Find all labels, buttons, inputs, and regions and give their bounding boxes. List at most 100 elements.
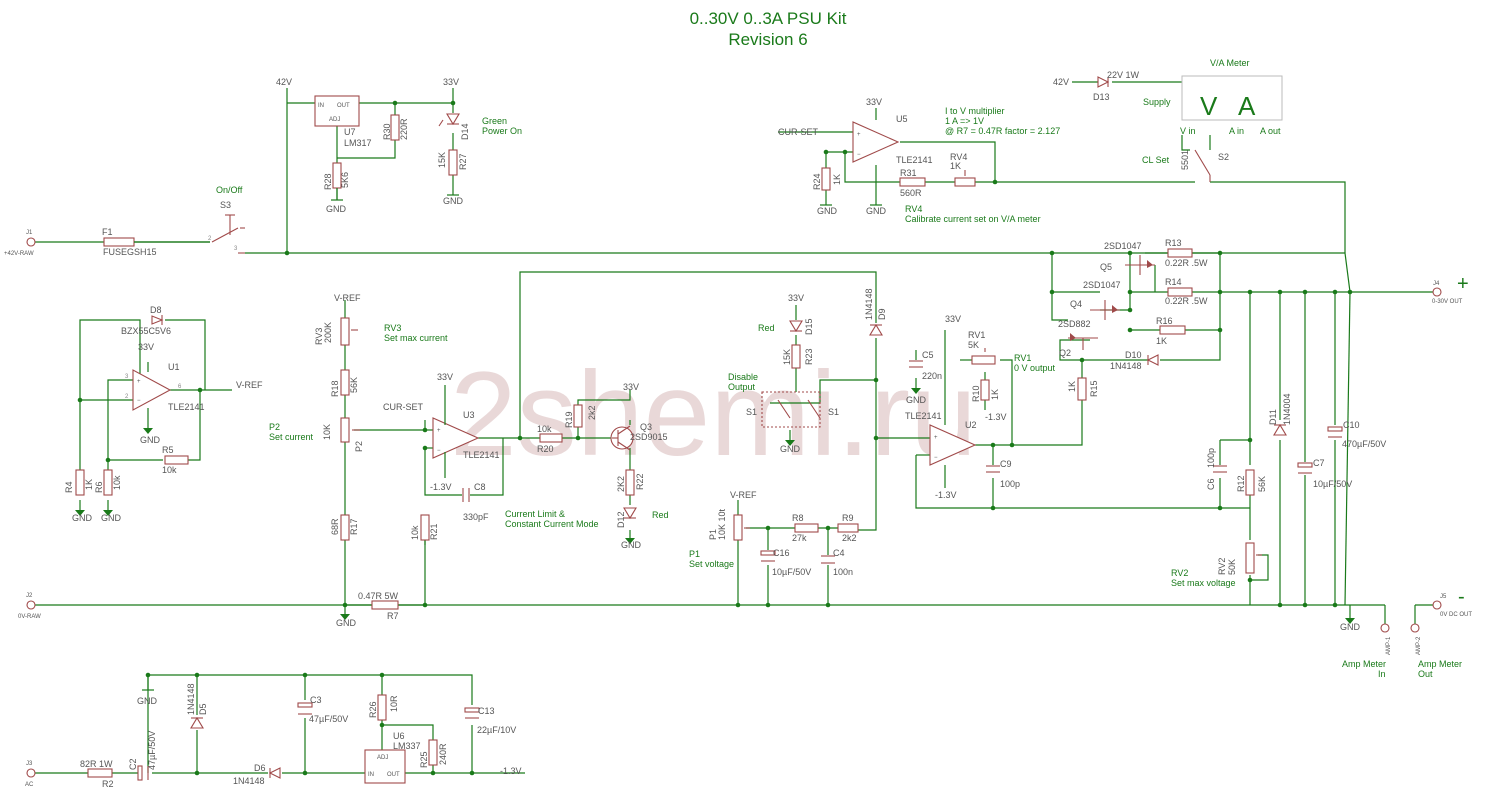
cap-c6: C6 100p [1206, 448, 1227, 490]
connector-j3[interactable]: AC J3 [25, 761, 36, 788]
transistor-q5: 2SD1047 Q5 [1100, 241, 1155, 275]
svg-text:+: + [137, 379, 141, 385]
svg-text:RV4: RV4 [905, 204, 922, 214]
svg-text:10K: 10K [322, 424, 332, 440]
svg-text:R2: R2 [102, 779, 114, 789]
svg-text:1N4148: 1N4148 [1110, 361, 1142, 371]
svg-text:R15: R15 [1089, 380, 1099, 397]
svg-text:1K: 1K [1156, 336, 1167, 346]
svg-text:2SD1047: 2SD1047 [1083, 280, 1121, 290]
svg-text:S1: S1 [746, 407, 757, 417]
connector-j2[interactable]: 0V-RAW J2 [18, 593, 41, 620]
svg-text:10µF/50V: 10µF/50V [1313, 479, 1352, 489]
svg-text:2k2: 2k2 [842, 533, 857, 543]
net-neg-u6: -1.3V [500, 766, 522, 776]
connector-j1-name: +42V-RAW [4, 251, 34, 257]
diode-d9: 1N4148 D9 [864, 288, 887, 336]
pot-p1[interactable]: P1 10K 10t P1 Set voltage [689, 508, 750, 569]
net-vref-p1: V-REF [730, 490, 757, 500]
svg-text:CL Set: CL Set [1142, 155, 1170, 165]
resistor-r7: 0.47R 5W R7 [358, 591, 399, 621]
connector-j5[interactable]: 0V DC OUT J5 - [1432, 586, 1472, 618]
svg-text:22V 1W: 22V 1W [1107, 70, 1140, 80]
transistor-q3: Q3 2SD9015 [610, 422, 668, 451]
svg-text:U5: U5 [896, 114, 908, 124]
cap-c4: C4 100n [821, 548, 853, 577]
svg-text:C3: C3 [310, 695, 322, 705]
svg-text:Set max current: Set max current [384, 333, 448, 343]
svg-text:3: 3 [234, 246, 238, 252]
svg-text:Q2: Q2 [1059, 348, 1071, 358]
svg-text:10R: 10R [389, 695, 399, 712]
cap-c10: C10 470µF/50V [1327, 420, 1386, 449]
connector-amp2[interactable]: AMP-2 Amp Meter Out [1410, 623, 1462, 679]
svg-text:220n: 220n [922, 371, 942, 381]
svg-text:C2: C2 [128, 758, 138, 770]
net-neg-u3: -1.3V [430, 482, 452, 492]
svg-text:6: 6 [178, 384, 182, 390]
svg-text:FUSEGSH15: FUSEGSH15 [103, 247, 157, 257]
svg-text:ADJ: ADJ [377, 755, 388, 761]
svg-text:Q4: Q4 [1070, 299, 1082, 309]
svg-text:RV3: RV3 [314, 328, 324, 345]
svg-text:R30: R30 [382, 123, 392, 140]
svg-text:C8: C8 [474, 482, 486, 492]
pot-rv2[interactable]: RV2 50K RV2 Set max voltage [1171, 542, 1262, 588]
svg-text:Output: Output [728, 382, 756, 392]
pot-p2[interactable]: 10K P2 P2 Set current [269, 417, 364, 452]
svg-text:RV4: RV4 [950, 152, 967, 162]
net-33v-label: 33V [443, 77, 459, 87]
switch-s3[interactable]: S3 On/Off 2 3 [208, 185, 245, 254]
svg-text:RV3: RV3 [384, 323, 401, 333]
pot-rv3[interactable]: RV3 200K RV3 Set max current [314, 317, 448, 346]
svg-text:LM317: LM317 [344, 138, 372, 148]
svg-text:330pF: 330pF [463, 512, 489, 522]
svg-text:U2: U2 [965, 420, 977, 430]
svg-text:R8: R8 [792, 513, 804, 523]
zener-d13: 22V 1W D13 [1093, 70, 1140, 102]
resistor-r17: 68R R17 [330, 514, 359, 541]
opamp-u1: + − U1 TLE2141 3 2 6 [125, 362, 205, 428]
pot-rv1[interactable]: RV1 5K RV1 0 V output [968, 330, 1056, 373]
svg-text:82R 1W: 82R 1W [80, 759, 113, 769]
connector-j4[interactable]: 0-30V OUT J4 + [1432, 273, 1469, 305]
svg-text:1K: 1K [832, 174, 842, 185]
svg-text:TLE2141: TLE2141 [463, 450, 500, 460]
svg-text:D12: D12 [616, 511, 626, 528]
switch-s1[interactable]: S1 S1 Disable Output [728, 372, 839, 428]
svg-text:470µF/50V: 470µF/50V [1342, 439, 1386, 449]
svg-text:Set current: Set current [269, 432, 314, 442]
switch-s2[interactable]: S2 5501 CL Set [1142, 149, 1229, 182]
svg-text:R31: R31 [900, 168, 917, 178]
svg-text:OUT: OUT [337, 103, 350, 109]
resistor-r4: R4 1K [64, 469, 94, 496]
svg-text:U7: U7 [344, 127, 356, 137]
svg-text:R12: R12 [1236, 475, 1246, 492]
svg-text:−: − [437, 448, 441, 454]
svg-text:RV1: RV1 [968, 330, 985, 340]
resistor-r26: R26 10R [368, 694, 399, 721]
resistor-r8: R8 27k [792, 513, 819, 543]
plus-sign: + [1457, 273, 1469, 295]
diode-d11: D11 1N4004 [1268, 393, 1292, 436]
resistor-r31: R31 560R [899, 168, 926, 198]
connector-j1[interactable]: +42V-RAW J1 [4, 230, 36, 257]
svg-text:OUT: OUT [387, 772, 400, 778]
connector-j3-ref: J3 [26, 761, 33, 767]
svg-text:P1: P1 [689, 549, 700, 559]
svg-text:0.47R 5W: 0.47R 5W [358, 591, 399, 601]
pot-rv4[interactable]: RV4 1K RV4 Calibrate current set on V/A … [905, 152, 1041, 224]
connector-j5-name: 0V DC OUT [1440, 612, 1472, 618]
svg-text:R17: R17 [349, 518, 359, 535]
svg-text:V in: V in [1180, 126, 1196, 136]
svg-text:V/A Meter: V/A Meter [1210, 58, 1250, 68]
connector-amp1[interactable]: AMP-1 Amp Meter In [1342, 623, 1392, 679]
net-42v-label: 42V [276, 77, 292, 87]
net-curset-u5: CUR-SET [778, 127, 819, 137]
svg-text:R21: R21 [429, 523, 439, 540]
svg-text:A: A [1238, 91, 1256, 121]
svg-text:R13: R13 [1165, 238, 1182, 248]
diode-d10: D10 1N4148 [1110, 350, 1159, 371]
cap-c7: C7 10µF/50V [1297, 458, 1352, 489]
